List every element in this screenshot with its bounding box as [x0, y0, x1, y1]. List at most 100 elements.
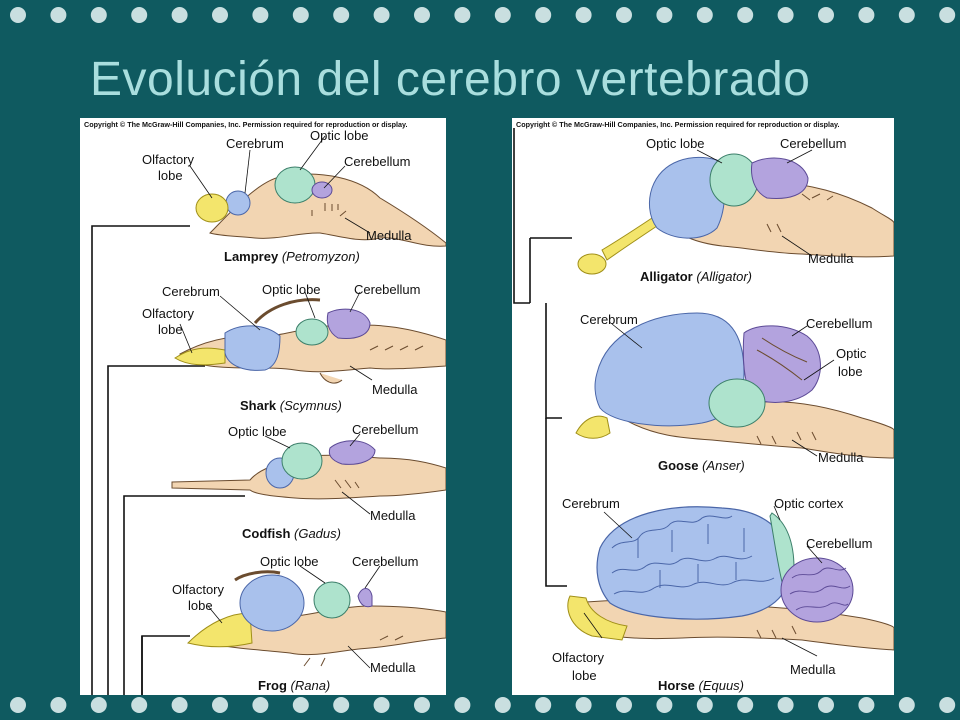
border-dot	[777, 7, 794, 23]
right-phylogeny-tree	[513, 128, 572, 587]
goose-cerebrum-label: Cerebrum	[580, 312, 638, 327]
border-dot	[818, 697, 834, 713]
horse-caption: Horse (Equus)	[658, 678, 744, 693]
border-dot	[616, 7, 632, 23]
horse-gyri	[611, 515, 775, 595]
alligator-medulla-label: Medulla	[808, 251, 854, 266]
border-dot	[575, 7, 592, 23]
shark-cerebellum-label: Cerebellum	[354, 282, 420, 297]
right-copyright: Copyright © The McGraw-Hill Companies, I…	[516, 120, 840, 129]
border-dot	[373, 697, 390, 713]
horse-cerebellum-label: Cerebellum	[806, 536, 872, 551]
border-dot	[10, 697, 26, 713]
right-diagram-panel: Copyright © The McGraw-Hill Companies, I…	[512, 118, 894, 695]
border-dot	[939, 7, 956, 23]
goose-optic-lobe-label: lobe	[838, 364, 863, 379]
left-phylogeny-tree	[91, 225, 245, 695]
shark-cerebrum-label: Cerebrum	[162, 284, 220, 299]
border-dot	[454, 7, 471, 23]
border-dot	[90, 7, 107, 23]
border-dot	[777, 697, 794, 713]
frog-olfactory-label: Olfactory	[172, 582, 225, 597]
border-dot	[373, 7, 390, 23]
lamprey-optic-label: Optic lobe	[310, 128, 369, 143]
border-dot	[454, 697, 471, 713]
border-dot	[494, 697, 511, 713]
left-copyright: Copyright © The McGraw-Hill Companies, I…	[84, 120, 408, 129]
border-dot	[535, 697, 552, 713]
border-dot	[171, 697, 188, 713]
horse-optic-cortex-label: Optic cortex	[774, 496, 844, 511]
codfish-medulla-label: Medulla	[370, 508, 416, 523]
border-dot	[252, 7, 269, 23]
border-dot	[616, 697, 632, 713]
border-dot	[656, 697, 673, 713]
border-dot	[131, 697, 148, 713]
border-dot	[696, 7, 713, 23]
frog-olfactory-lobe-label: lobe	[188, 598, 213, 613]
border-dot	[90, 697, 107, 713]
horse-cerebrum-label: Cerebrum	[562, 496, 620, 511]
border-dot	[696, 697, 713, 713]
frog-cerebellum-label: Cerebellum	[352, 554, 418, 569]
shark-olfactory-label: Olfactory	[142, 306, 195, 321]
left-diagram-panel: Copyright © The McGraw-Hill Companies, I…	[80, 118, 446, 695]
right-brain-diagram: Optic lobe Cerebellum Medulla Alligator …	[513, 128, 894, 693]
goose-optic-label: Optic	[836, 346, 867, 361]
border-dot	[10, 7, 26, 23]
horse-brain: Cerebrum Optic cortex Cerebellum Olfacto…	[552, 496, 894, 693]
codfish-brain: Optic lobe Cerebellum Medulla Codfish (G…	[171, 422, 446, 541]
lamprey-cerebrum-label: Cerebrum	[226, 136, 284, 151]
lamprey-cerebellum-label: Cerebellum	[344, 154, 410, 169]
shark-brain: Cerebrum Optic lobe Cerebellum Olfactory…	[142, 282, 446, 413]
border-dot	[898, 697, 915, 713]
left-brain-diagram: Olfactory lobe Cerebrum Optic lobe Cereb…	[91, 128, 446, 695]
shark-olfactory-lobe-label: lobe	[158, 322, 183, 337]
border-dot	[252, 697, 269, 713]
lamprey-medulla-label: Medulla	[366, 228, 412, 243]
border-dot	[50, 697, 67, 713]
border-dot	[818, 7, 834, 23]
bottom-dot-border	[10, 697, 956, 713]
horse-olfactory-label: Olfactory	[552, 650, 605, 665]
lamprey-brain: Olfactory lobe Cerebrum Optic lobe Cereb…	[142, 128, 446, 264]
border-dot	[414, 7, 430, 23]
frog-caption: Frog (Rana)	[258, 678, 330, 693]
lamprey-olfactory-lobe-label: lobe	[158, 168, 183, 183]
top-dot-border	[10, 7, 956, 23]
border-dot	[858, 697, 875, 713]
goose-medulla-label: Medulla	[818, 450, 864, 465]
alligator-optic-label: Optic lobe	[646, 136, 705, 151]
border-dot	[898, 7, 915, 23]
frog-medulla-label: Medulla	[370, 660, 416, 675]
border-dot	[333, 7, 350, 23]
border-dot	[171, 7, 188, 23]
alligator-brain: Optic lobe Cerebellum Medulla Alligator …	[577, 136, 894, 284]
border-dot	[212, 7, 228, 23]
border-dot	[292, 697, 309, 713]
lamprey-caption: Lamprey (Petromyzon)	[224, 249, 360, 264]
border-dot	[131, 7, 148, 23]
horse-olfactory-lobe-label: lobe	[572, 668, 597, 683]
goose-caption: Goose (Anser)	[658, 458, 745, 473]
shark-medulla-label: Medulla	[372, 382, 418, 397]
codfish-cerebellum-label: Cerebellum	[352, 422, 418, 437]
border-dot	[50, 7, 67, 23]
border-dot	[414, 697, 430, 713]
border-dot	[737, 697, 754, 713]
border-dot	[212, 697, 228, 713]
border-dot	[858, 7, 875, 23]
codfish-optic-label: Optic lobe	[228, 424, 287, 439]
goose-brain: Cerebrum Cerebellum Optic lobe Medulla G…	[575, 312, 894, 473]
border-dot	[656, 7, 673, 23]
alligator-caption: Alligator (Alligator)	[640, 269, 752, 284]
codfish-caption: Codfish (Gadus)	[242, 526, 341, 541]
slide-title: Evolución del cerebro vertebrado	[90, 53, 811, 106]
border-dot	[333, 697, 350, 713]
horse-medulla-label: Medulla	[790, 662, 836, 677]
border-dot	[737, 7, 754, 23]
border-dot	[494, 7, 511, 23]
border-dot	[939, 697, 956, 713]
goose-cerebellum-label: Cerebellum	[806, 316, 872, 331]
border-dot	[575, 697, 592, 713]
